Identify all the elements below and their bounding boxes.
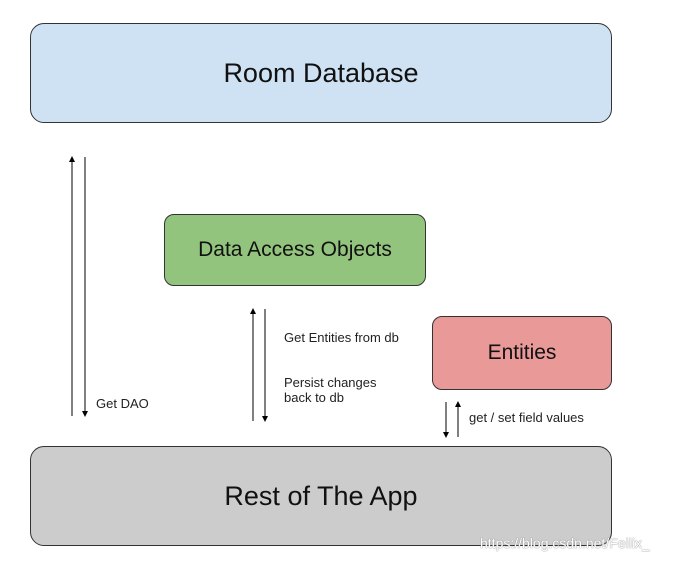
rest-of-app-label: Rest of The App: [224, 480, 418, 511]
field-values-label: get / set field values: [469, 410, 584, 425]
get-dao-label: Get DAO: [96, 396, 149, 411]
watermark: https://blog.csdn.net/Feilix_: [480, 535, 650, 551]
data-access-objects-label: Data Access Objects: [198, 238, 392, 261]
get-entities-label: Get Entities from db: [284, 330, 399, 345]
room-database-box: Room Database: [30, 23, 612, 123]
rest-of-app-box: Rest of The App: [30, 446, 612, 546]
data-access-objects-box: Data Access Objects: [164, 214, 426, 286]
entities-box: Entities: [432, 316, 612, 390]
room-database-label: Room Database: [223, 57, 419, 88]
entities-label: Entities: [487, 341, 557, 364]
persist-changes-label: Persist changes back to db: [284, 375, 377, 405]
